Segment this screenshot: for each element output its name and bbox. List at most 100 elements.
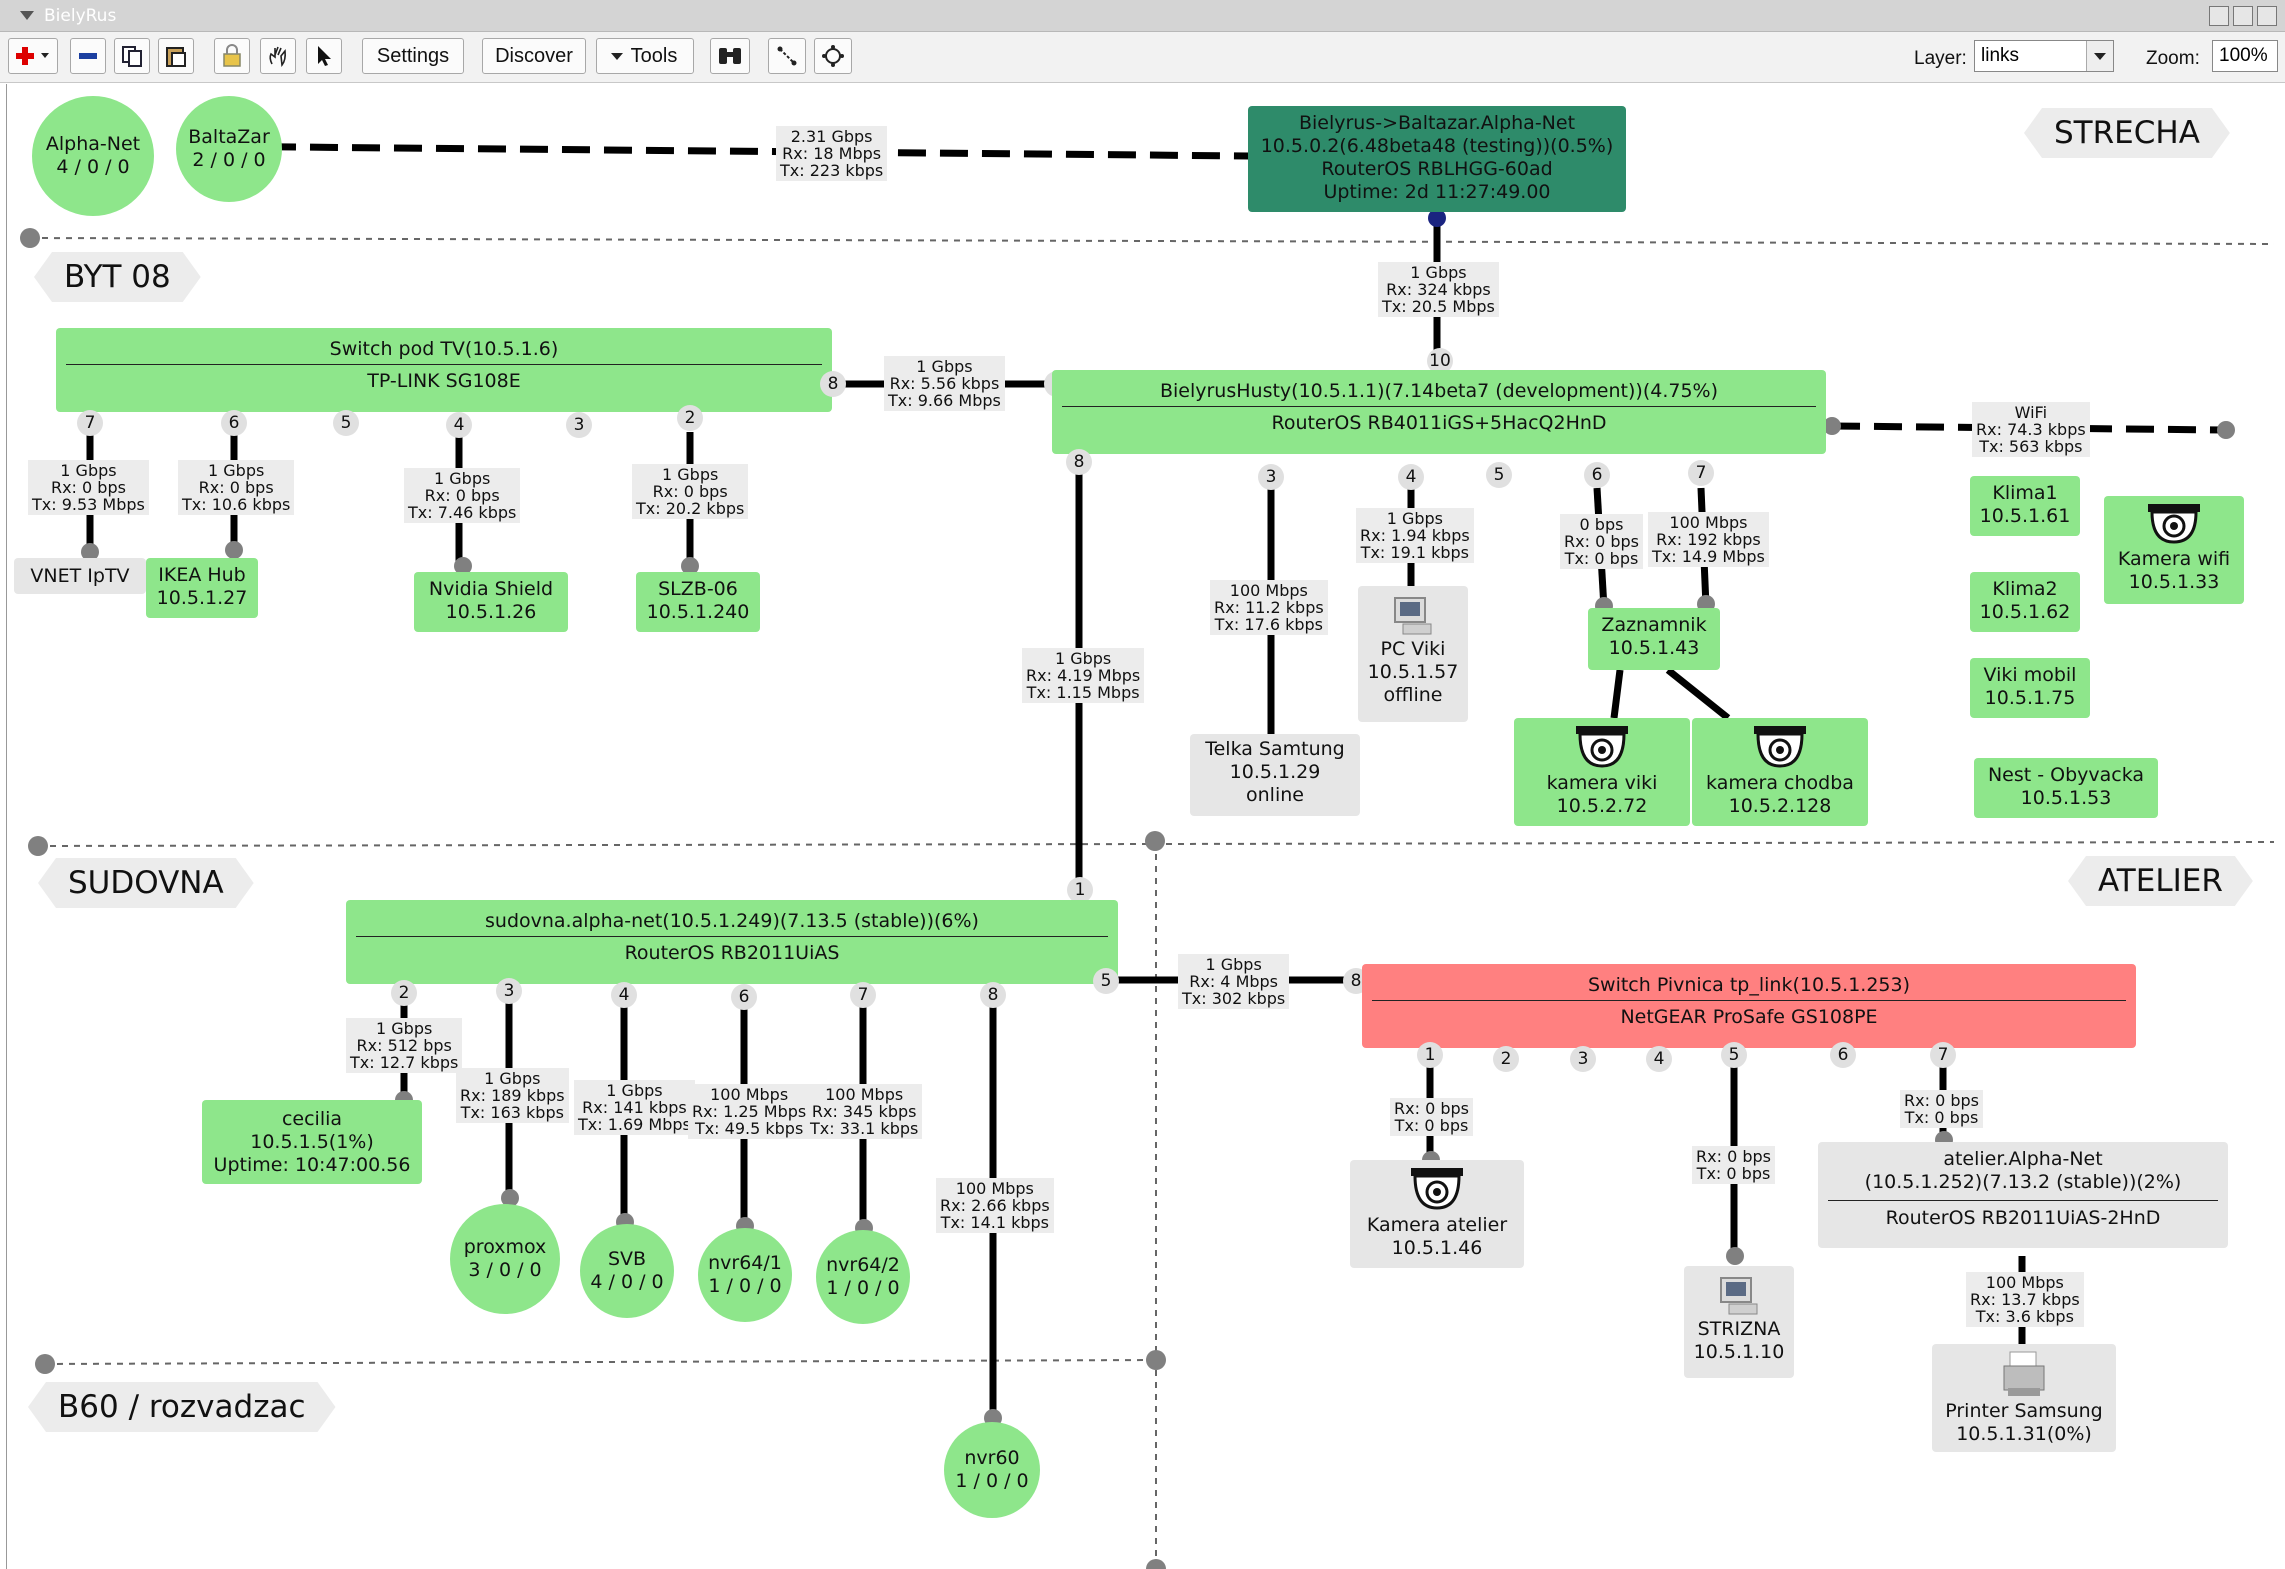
zoom-select[interactable]: 100% (2212, 40, 2278, 72)
minus-icon (79, 53, 97, 59)
device-name: kamera viki (1546, 772, 1658, 794)
port-label: 4 (446, 412, 472, 438)
tile-icon[interactable] (2209, 6, 2229, 26)
device-kamera-wifi[interactable]: Kamera wifi 10.5.1.33 (2104, 496, 2244, 604)
device-uptime: Uptime: 10:47:00.56 (213, 1154, 411, 1176)
select-pointer-button[interactable] (306, 38, 342, 74)
device-svb[interactable]: SVB 4 / 0 / 0 (580, 1224, 674, 1318)
device-name: Nvidia Shield (428, 578, 554, 600)
device-nvr60[interactable]: nvr60 1 / 0 / 0 (944, 1422, 1040, 1518)
device-name: sudovna.alpha-net(10.5.1.249)(7.13.5 (st… (485, 910, 979, 932)
copy-button[interactable] (114, 38, 150, 74)
collapse-arrow-icon[interactable] (20, 11, 34, 20)
device-kamera-chodba[interactable]: kamera chodba 10.5.2.128 (1692, 718, 1868, 826)
pointer-icon (318, 46, 331, 66)
device-baltazar[interactable]: BaltaZar 2 / 0 / 0 (176, 96, 282, 202)
device-switch-pod-tv[interactable]: Switch pod TV(10.5.1.6) TP-LINK SG108E (56, 328, 832, 412)
layer-select[interactable]: links (1974, 40, 2114, 72)
chevron-down-icon[interactable] (2086, 41, 2113, 71)
restore-icon[interactable] (2257, 6, 2277, 26)
device-stats: 1 / 0 / 0 (955, 1470, 1029, 1492)
device-ikea-hub[interactable]: IKEA Hub 10.5.1.27 (146, 558, 258, 618)
window-titlebar: BielyRus (0, 0, 2285, 32)
device-slzb-06[interactable]: SLZB-06 10.5.1.240 (636, 572, 760, 632)
device-strizna[interactable]: STRIZNA 10.5.1.10 (1684, 1266, 1794, 1378)
device-nvidia-shield[interactable]: Nvidia Shield 10.5.1.26 (414, 572, 568, 632)
device-switch-pivnica[interactable]: Switch Pivnica tp_link(10.5.1.253) NetGE… (1362, 964, 2136, 1048)
device-stats: 1 / 0 / 0 (826, 1277, 900, 1299)
device-proxmox[interactable]: proxmox 3 / 0 / 0 (450, 1204, 560, 1314)
camera-icon (1754, 726, 1806, 768)
device-name: Klima1 (1992, 482, 2058, 504)
device-name: Switch Pivnica tp_link(10.5.1.253) (1587, 974, 1911, 996)
fit-to-screen-button[interactable] (814, 38, 852, 74)
port-label: 5 (1093, 968, 1119, 994)
hand-pan-button[interactable] (260, 38, 296, 74)
computer-icon (1394, 597, 1432, 635)
zoom-value: 100% (2219, 45, 2268, 66)
device-model: RouterOS RB2011UiAS-2HnD (1885, 1207, 2161, 1229)
port-label: 6 (731, 984, 757, 1010)
port-label: 8 (820, 371, 846, 397)
device-nvr64-1[interactable]: nvr64/1 1 / 0 / 0 (698, 1228, 792, 1322)
port-label: 7 (1930, 1042, 1956, 1068)
device-status: online (1246, 784, 1304, 806)
device-uptime: Uptime: 2d 11:27:49.00 (1323, 181, 1551, 203)
device-atelier-alpha-net[interactable]: atelier.Alpha-Net (10.5.1.252)(7.13.2 (s… (1818, 1142, 2228, 1248)
port-label: 2 (391, 980, 417, 1006)
device-name: Klima2 (1992, 578, 2058, 600)
device-kamera-viki[interactable]: kamera viki 10.5.2.72 (1514, 718, 1690, 826)
lock-button[interactable] (214, 38, 250, 74)
device-printer-samsung[interactable]: Printer Samsung 10.5.1.31(0%) (1932, 1344, 2116, 1452)
port-label: 5 (1486, 462, 1512, 488)
device-zaznamnik[interactable]: Zaznamnik 10.5.1.43 (1588, 608, 1720, 670)
device-cecilia[interactable]: cecilia 10.5.1.5(1%) Uptime: 10:47:00.56 (202, 1100, 422, 1184)
device-bielyrus-baltazar[interactable]: Bielyrus->Baltazar.Alpha-Net 10.5.0.2(6.… (1248, 106, 1626, 212)
device-vnet-iptv[interactable]: VNET IpTV (14, 558, 146, 594)
port-label: 5 (1721, 1042, 1747, 1068)
device-telka-samtung[interactable]: Telka Samtung 10.5.1.29 online (1190, 734, 1360, 816)
discover-button[interactable]: Discover (482, 38, 586, 74)
port-label: 8 (1066, 449, 1092, 475)
device-klima1[interactable]: Klima1 10.5.1.61 (1970, 476, 2080, 536)
port-label: 1 (1067, 877, 1093, 903)
device-bielyrus-husty[interactable]: BielyrusHusty(10.5.1.1)(7.14beta7 (devel… (1052, 370, 1826, 454)
device-ip: 10.5.1.31(0%) (1956, 1423, 2092, 1445)
device-nvr64-2[interactable]: nvr64/2 1 / 0 / 0 (816, 1230, 910, 1324)
device-name: Kamera atelier (1366, 1214, 1508, 1236)
device-name: Switch pod TV(10.5.1.6) (329, 338, 559, 360)
layout-icon (777, 46, 797, 66)
device-nest-obyvacka[interactable]: Nest - Obyvacka 10.5.1.53 (1974, 758, 2158, 818)
device-model: RouterOS RB2011UiAS (624, 942, 840, 964)
device-pc-viki[interactable]: PC Viki 10.5.1.57 offline (1358, 586, 1468, 722)
find-button[interactable] (710, 38, 750, 74)
tools-menu-button[interactable]: Tools (596, 38, 694, 74)
device-viki-mobil[interactable]: Viki mobil 10.5.1.75 (1970, 658, 2090, 718)
port-label: 7 (77, 410, 103, 436)
add-button[interactable] (8, 38, 58, 74)
settings-button[interactable]: Settings (362, 38, 464, 74)
port-label: 5 (333, 410, 359, 436)
dropdown-arrow-icon (611, 53, 623, 60)
port-label: 2 (1493, 1046, 1519, 1072)
auto-layout-button[interactable] (768, 38, 806, 74)
device-name: Nest - Obyvacka (1987, 764, 2145, 786)
device-alpha-net[interactable]: Alpha-Net 4 / 0 / 0 (32, 96, 154, 216)
device-name: nvr64/2 (826, 1254, 900, 1276)
device-kamera-atelier[interactable]: Kamera atelier 10.5.1.46 (1350, 1160, 1524, 1268)
tile-vertical-icon[interactable] (2233, 6, 2253, 26)
device-sudovna[interactable]: sudovna.alpha-net(10.5.1.249)(7.13.5 (st… (346, 900, 1118, 984)
device-klima2[interactable]: Klima2 10.5.1.62 (1970, 572, 2080, 632)
remove-button[interactable] (70, 38, 106, 74)
paste-button[interactable] (158, 38, 194, 74)
zone-label-byt08: BYT 08 (34, 252, 201, 302)
map-canvas[interactable] (6, 84, 2281, 1569)
